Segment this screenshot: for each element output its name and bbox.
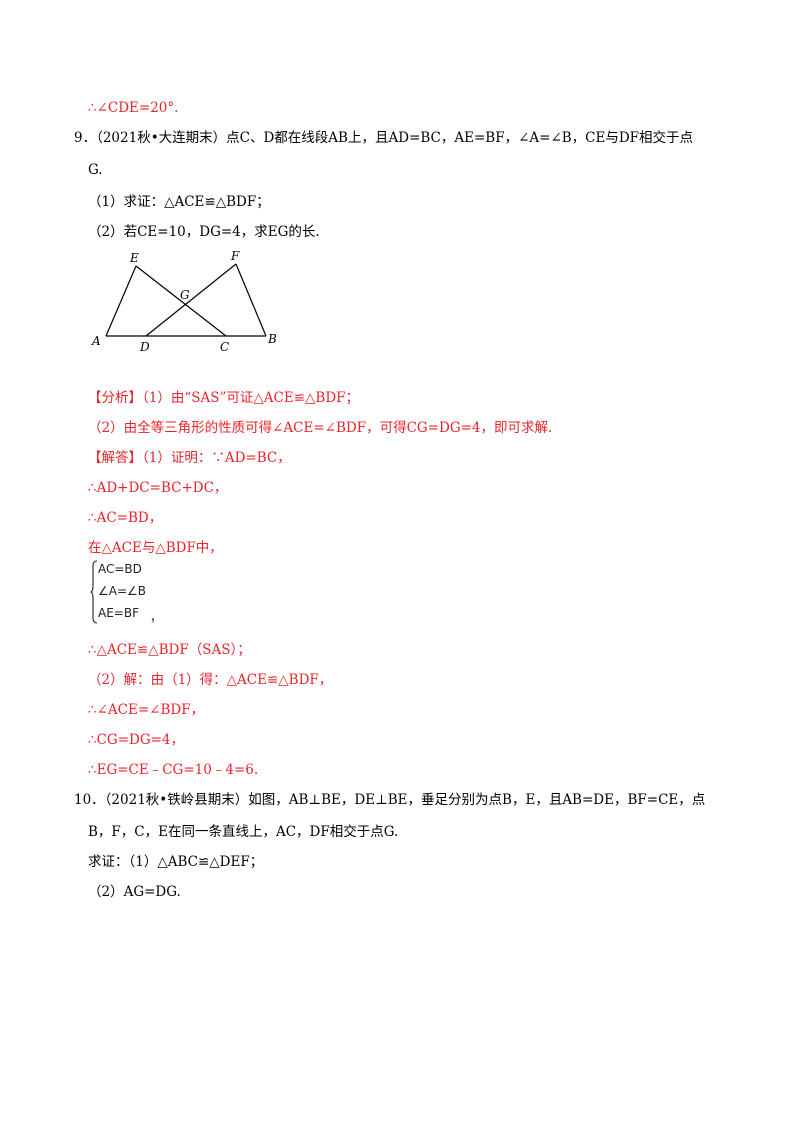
segment-ae	[105, 265, 137, 337]
solution-line-1: 【解答】（1）证明：∵AD=BC，	[88, 450, 291, 466]
segment-fd	[145, 263, 237, 337]
label-g: G	[180, 288, 190, 302]
solution-line-5: ∴△ACE≌△BDF（SAS）；	[88, 642, 251, 658]
triangle-figure: E F G A D C B	[91, 249, 277, 354]
question-9-line-2: G.	[88, 162, 103, 178]
solution-line-8: ∴CG=DG=4，	[88, 732, 185, 748]
prev-answer-line: ∴∠CDE=20°.	[88, 100, 179, 116]
question-9-part-1: （1）求证：△ACE≌△BDF；	[88, 194, 270, 210]
label-e: E	[129, 251, 139, 265]
question-10-line-1: 10．（2021秋•铁岭县期末）如图，AB⊥BE，DE⊥BE，垂足分别为点B，E…	[74, 792, 706, 808]
label-a: A	[91, 334, 101, 348]
system-comma: ，	[150, 610, 163, 624]
solution-line-4: 在△ACE与△BDF中，	[88, 540, 223, 556]
solution-line-2: ∴AD+DC=BC+DC，	[88, 480, 228, 496]
label-f: F	[230, 249, 240, 263]
analysis-line-1: 【分析】（1）由“SAS”可证△ACE≌△BDF；	[88, 390, 360, 406]
equation-system: AC=BD ∠A=∠B AE=BF ，	[90, 558, 210, 628]
segment-fb	[235, 263, 267, 337]
question-10-line-2: B，F，C，E在同一条直线上，AC，DF相交于点G.	[88, 824, 399, 840]
solution-line-7: ∴∠ACE=∠BDF，	[88, 702, 205, 718]
question-10-part-1: 求证：（1）△ABC≌△DEF；	[88, 854, 264, 870]
label-d: D	[139, 340, 150, 354]
system-row-1: AC=BD	[98, 562, 142, 576]
solution-line-3: ∴AC=BD，	[88, 510, 163, 526]
label-c: C	[220, 340, 229, 354]
analysis-line-2: （2）由全等三角形的性质可得∠ACE=∠BDF，可得CG=DG=4，即可求解.	[88, 420, 553, 436]
question-10-part-2: （2）AG=DG.	[88, 884, 181, 900]
label-b: B	[267, 332, 277, 346]
system-row-3: AE=BF	[98, 606, 139, 620]
solution-line-9: ∴EG=CE﹣CG=10﹣4=6.	[88, 762, 259, 778]
question-9-part-2: （2）若CE=10，DG=4，求EG的长.	[88, 224, 320, 240]
left-brace-icon	[90, 560, 98, 624]
solution-line-6: （2）解：由（1）得：△ACE≌△BDF，	[88, 672, 333, 688]
system-row-2: ∠A=∠B	[98, 584, 147, 598]
question-9-line-1: 9．（2021秋•大连期末）点C、D都在线段AB上，且AD=BC，AE=BF，∠…	[74, 130, 694, 146]
segment-ec	[135, 265, 227, 337]
